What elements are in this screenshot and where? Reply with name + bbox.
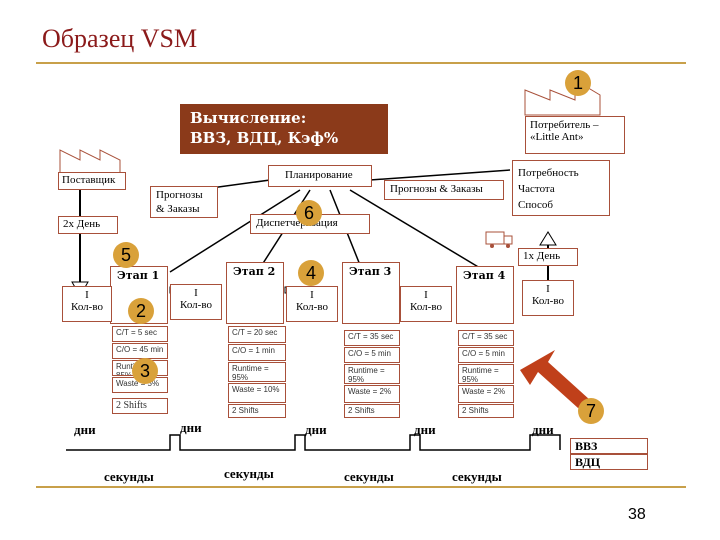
inventory-label: Кол-во	[296, 301, 328, 313]
stage3-co: C/O = 5 min	[344, 347, 400, 363]
marker-4: 4	[298, 260, 324, 286]
inventory-label: Кол-во	[180, 299, 212, 311]
stage1-shifts: 2 Shifts	[112, 398, 168, 414]
stage4-ct: C/T = 35 sec	[458, 330, 514, 346]
forecast-left: Прогнозы & Заказы	[150, 186, 218, 218]
inventory-mark: I	[85, 289, 89, 301]
stage2-runtime: Runtime = 95%	[228, 362, 286, 382]
stage4-waste: Waste = 2%	[458, 385, 514, 403]
stage3-ct: C/T = 35 sec	[344, 330, 400, 346]
inventory-2: I Кол-во	[286, 286, 338, 322]
marker-3: 3	[132, 358, 158, 384]
supplier-box: Поставщик	[58, 172, 126, 190]
customer-freq: 1х День	[518, 248, 578, 266]
forecast-left-line1: Прогнозы	[156, 189, 203, 201]
inventory-3: I Кол-во	[400, 286, 452, 322]
demand-line1: Потребность	[518, 167, 579, 179]
inventory-mark: I	[424, 289, 428, 301]
days-3: дни	[305, 422, 327, 437]
forecast-right: Прогнозы & Заказы	[384, 180, 504, 200]
seconds-2: секунды	[224, 466, 274, 481]
forecast-left-line2: & Заказы	[156, 203, 200, 215]
demand-box: Потребность Частота Способ	[512, 160, 610, 216]
planning-box: Планирование	[268, 165, 372, 187]
stage-4: Этап 4	[456, 266, 514, 324]
stage2-ct: C/T = 20 sec	[228, 326, 286, 343]
stage-3: Этап 3	[342, 262, 400, 324]
stage4-runtime: Runtime = 95%	[458, 364, 514, 384]
demand-line2: Частота	[518, 183, 555, 195]
inventory-customer: I Кол-во	[522, 280, 574, 316]
marker-2: 2	[128, 298, 154, 324]
page-number: 38	[628, 506, 646, 523]
inventory-1: I Кол-во	[170, 284, 222, 320]
days-5: дни	[532, 422, 554, 437]
stage3-waste: Waste = 2%	[344, 385, 400, 403]
inventory-mark: I	[310, 289, 314, 301]
stage2-co: C/O = 1 min	[228, 344, 286, 361]
stage-2: Этап 2	[226, 262, 284, 324]
stage2-shifts: 2 Shifts	[228, 404, 286, 418]
stage4-shifts: 2 Shifts	[458, 404, 514, 418]
stage2-waste: Waste = 10%	[228, 383, 286, 403]
marker-5: 5	[113, 242, 139, 268]
page-title: Образец VSM	[42, 24, 198, 53]
calculation-box: Вычисление: ВВЗ, ВДЦ, Кэф%	[180, 104, 388, 154]
stage1-ct: C/T = 5 sec	[112, 326, 168, 342]
marker-1: 1	[565, 70, 591, 96]
calc-line1: Вычисление:	[190, 109, 307, 127]
consumer-box: Потребитель – «Little Ant»	[525, 116, 625, 154]
inventory-supplier: I Кол-во	[62, 286, 112, 322]
days-4: дни	[414, 422, 436, 437]
consumer-line1: Потребитель –	[530, 119, 599, 131]
calc-line2: ВВЗ, ВДЦ, Кэф%	[190, 129, 339, 147]
stage1-co: C/O = 45 min	[112, 343, 168, 359]
title-divider	[36, 62, 686, 64]
marker-7: 7	[578, 398, 604, 424]
vdc-box: ВДЦ	[570, 454, 648, 470]
seconds-4: секунды	[452, 469, 502, 484]
consumer-line2: «Little Ant»	[530, 131, 584, 143]
marker-6: 6	[296, 200, 322, 226]
vvz-box: ВВЗ	[570, 438, 648, 454]
inventory-mark: I	[194, 287, 198, 299]
inventory-label: Кол-во	[410, 301, 442, 313]
inventory-mark: I	[546, 283, 550, 295]
stage3-runtime: Runtime = 95%	[344, 364, 400, 384]
stage3-shifts: 2 Shifts	[344, 404, 400, 418]
inventory-label: Кол-во	[532, 295, 564, 307]
stage4-co: C/O = 5 min	[458, 347, 514, 363]
seconds-1: секунды	[104, 469, 154, 484]
days-2: дни	[180, 420, 202, 435]
seconds-3: секунды	[344, 469, 394, 484]
demand-line3: Способ	[518, 199, 553, 211]
days-1: дни	[74, 422, 96, 437]
inventory-label: Кол-во	[71, 301, 103, 313]
supplier-freq: 2х День	[58, 216, 118, 234]
